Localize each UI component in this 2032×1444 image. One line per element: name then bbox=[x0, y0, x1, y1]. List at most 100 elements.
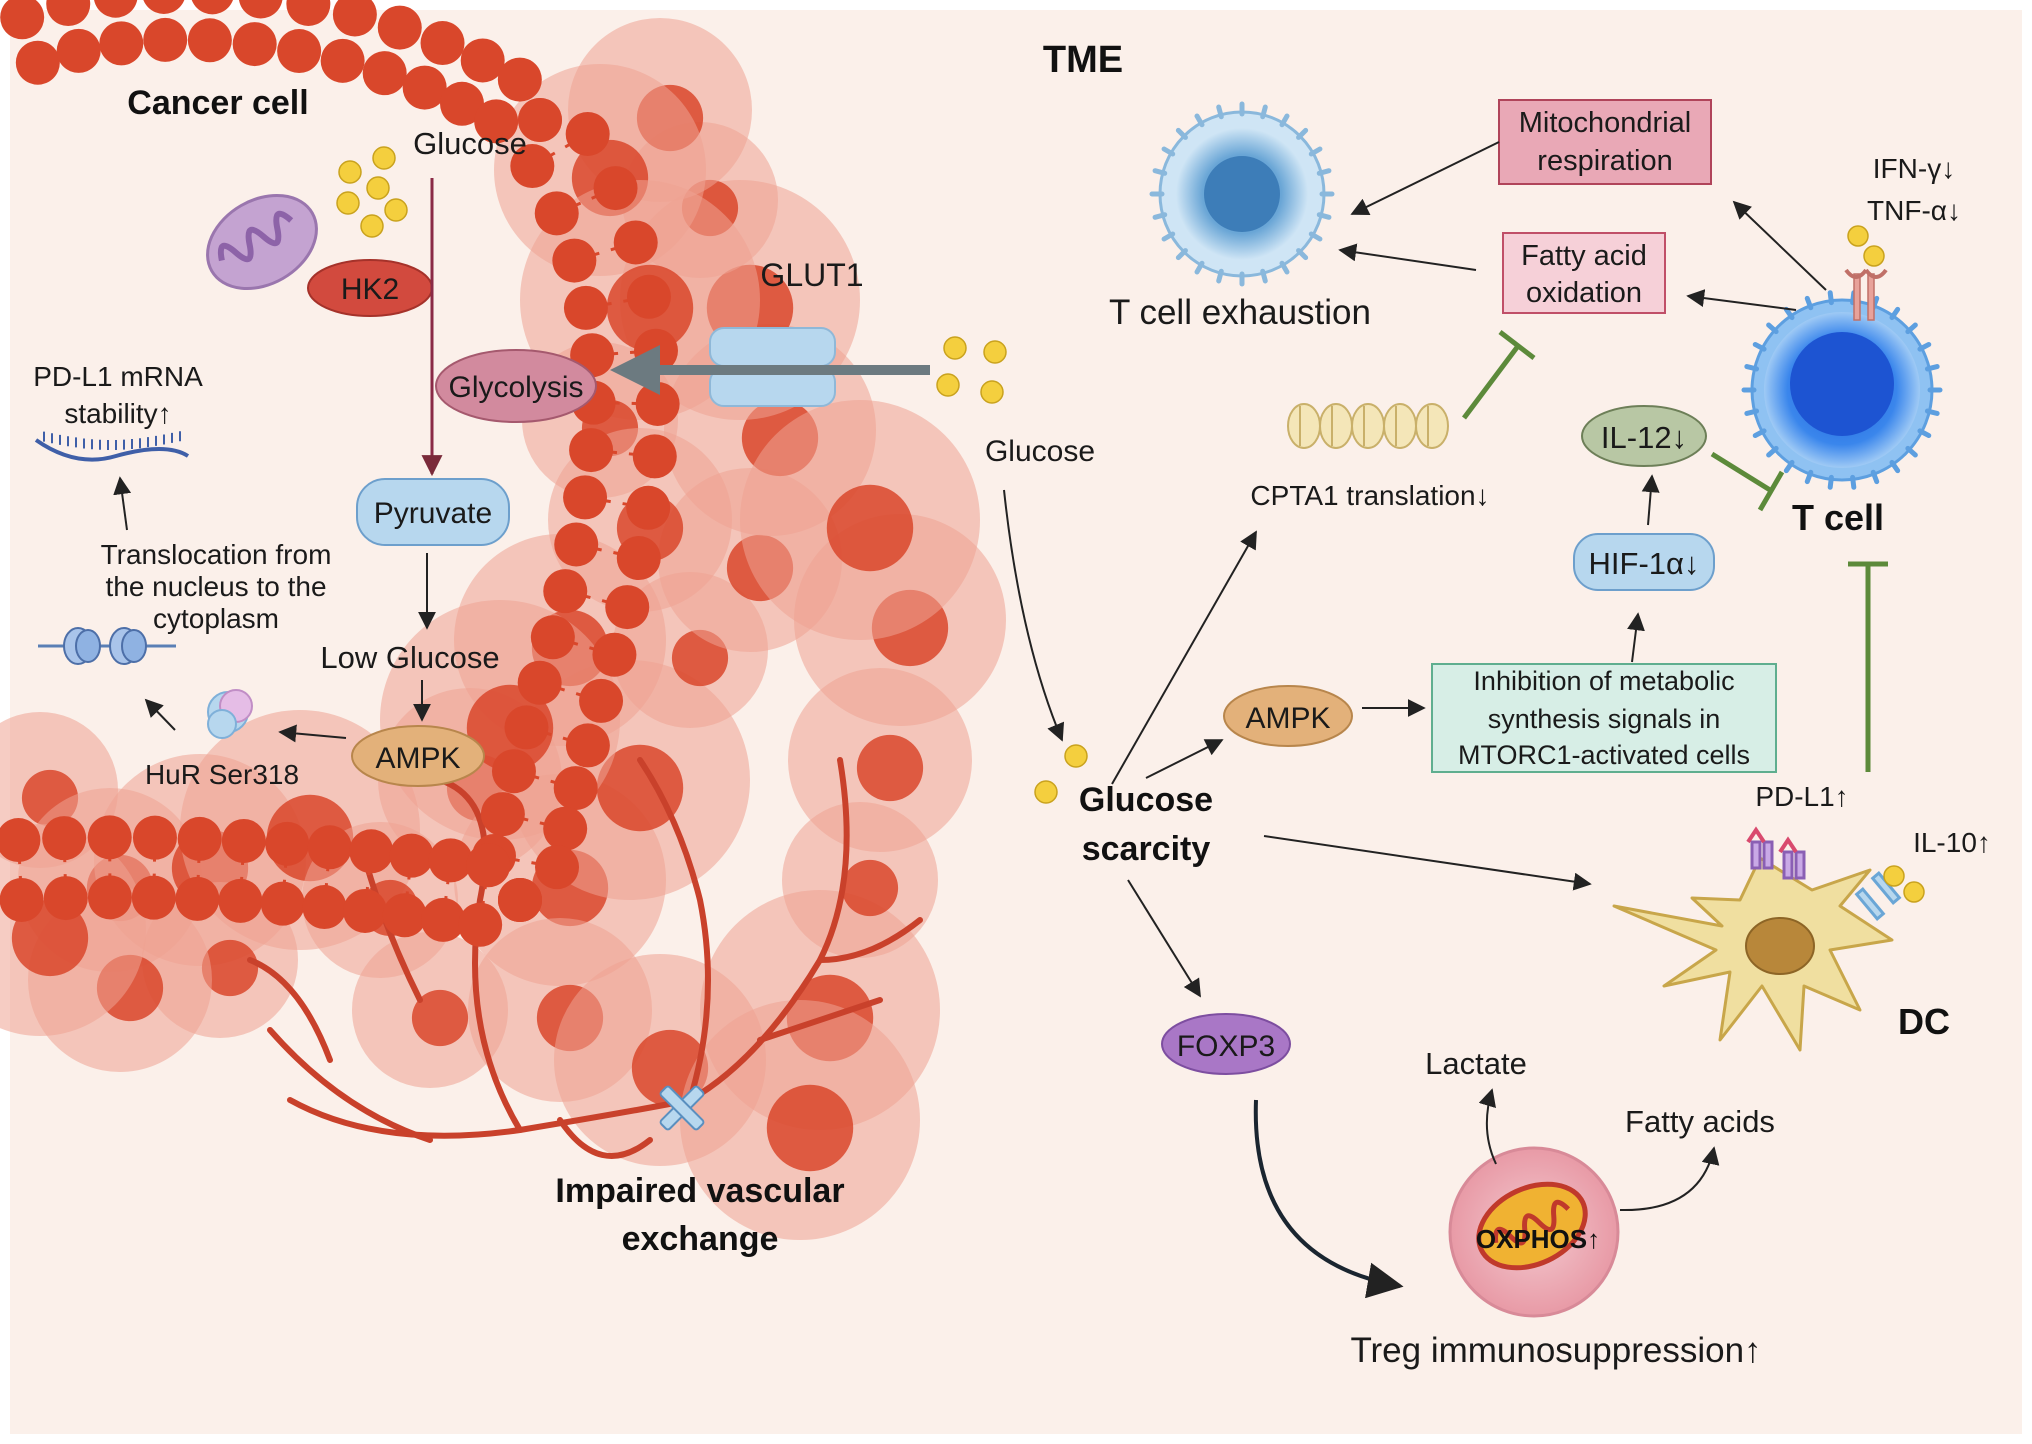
il12-oval bbox=[1581, 405, 1707, 467]
cell-spike bbox=[1216, 104, 1224, 120]
cell-spike bbox=[1296, 248, 1309, 261]
lipid-head bbox=[534, 191, 579, 236]
cell-spike bbox=[1316, 212, 1332, 220]
cpt1a-helix-icon bbox=[1287, 403, 1449, 449]
lipid-head bbox=[480, 792, 525, 837]
ampk-right-label: AMPK bbox=[1245, 702, 1330, 735]
foxp3-label: FOXP3 bbox=[1177, 1030, 1275, 1063]
lipid-head bbox=[632, 434, 677, 479]
treg-mitochondrion-icon bbox=[1476, 1181, 1588, 1271]
hif-label: HIF-1α↓ bbox=[1589, 546, 1700, 581]
pdl1-up-label: PD-L1↑ bbox=[1755, 781, 1848, 812]
il12-label: IL-12↓ bbox=[1601, 420, 1687, 455]
lipid-head bbox=[613, 220, 658, 265]
lipid-head bbox=[543, 806, 588, 851]
cell-spike bbox=[1175, 127, 1188, 140]
hur-label: HuR Ser318 bbox=[145, 759, 299, 790]
foxp3-oval bbox=[1161, 1013, 1291, 1075]
cell-spike bbox=[1917, 428, 1932, 439]
treg-to-lactate-arrow bbox=[1478, 1088, 1497, 1165]
cell-spike bbox=[1279, 113, 1290, 128]
lipid-head bbox=[46, 0, 91, 27]
dc-label: DC bbox=[1898, 1001, 1950, 1042]
fatty-acid-oxidation-box bbox=[1502, 232, 1666, 314]
lipid-head bbox=[143, 17, 188, 62]
cell-spike bbox=[1308, 231, 1323, 242]
lipid-head bbox=[565, 111, 610, 156]
lipid-head bbox=[504, 705, 549, 750]
cancer-cell-nucleus bbox=[596, 744, 684, 832]
fatty-acids-label: Fatty acids bbox=[1625, 1104, 1775, 1139]
il10-label: IL-10↑ bbox=[1913, 827, 1991, 858]
hif-to-il12-arrow bbox=[1641, 474, 1660, 526]
pdl1-mrna-line2: stability↑ bbox=[64, 398, 171, 429]
inhibition-line3: MTORC1-activated cells bbox=[1458, 740, 1750, 770]
lipid-head bbox=[497, 57, 542, 102]
helix-coil bbox=[1319, 403, 1353, 449]
t-cell-exhaustion-label: T cell exhaustion bbox=[1109, 293, 1371, 332]
lipid-head bbox=[232, 22, 277, 67]
cell-spike bbox=[1827, 290, 1834, 306]
cell-spike bbox=[1804, 469, 1814, 485]
cell-spike bbox=[1783, 459, 1795, 474]
mito-to-exhaustion-arrow bbox=[1350, 141, 1500, 215]
lipid-head bbox=[87, 815, 132, 860]
lactate-label: Lactate bbox=[1425, 1046, 1527, 1081]
lipid-head bbox=[238, 0, 283, 19]
pyruvate-box bbox=[356, 478, 510, 546]
lipid-head bbox=[307, 825, 352, 870]
lipid-head bbox=[191, 0, 233, 15]
impaired-line1: Impaired vascular bbox=[555, 1172, 844, 1210]
lipid-head bbox=[535, 845, 580, 890]
glucose-icon bbox=[1034, 744, 1088, 804]
hur-to-ribosome-arrow bbox=[144, 698, 176, 731]
dendritic-cell-icon bbox=[1612, 826, 1925, 1052]
pdl1-mrna-line1: PD-L1 mRNA bbox=[33, 361, 203, 392]
mito-resp-line1: Mitochondrial bbox=[1519, 107, 1691, 139]
translocation-line2: the nucleus to the bbox=[105, 571, 326, 602]
lipid-head bbox=[0, 877, 44, 922]
lipid-head bbox=[377, 5, 422, 50]
cell-spike bbox=[1889, 306, 1901, 321]
exhausted-t-cell-icon bbox=[1149, 101, 1335, 287]
cell-spike bbox=[1161, 231, 1176, 242]
glycolysis-oval bbox=[435, 349, 597, 423]
cell-spike bbox=[1161, 146, 1176, 157]
inhibition-line1: Inhibition of metabolic bbox=[1473, 666, 1734, 696]
cancer-cell-nucleus bbox=[766, 1084, 854, 1172]
translocation-line1: Translocation from bbox=[101, 539, 332, 570]
lipid-head bbox=[626, 274, 671, 319]
low-glucose-label: Low Glucose bbox=[320, 640, 499, 675]
cancer-cell-nucleus bbox=[411, 989, 469, 1047]
lipid-head bbox=[474, 99, 519, 144]
cell-spike bbox=[1889, 459, 1901, 474]
helix-coil bbox=[1415, 403, 1449, 449]
lipid-head bbox=[218, 878, 263, 923]
glycolysis-label: Glycolysis bbox=[448, 371, 583, 404]
lipid-head bbox=[175, 876, 220, 921]
lipid-head bbox=[626, 485, 671, 530]
fao-line1: Fatty acid bbox=[1521, 240, 1647, 272]
t-cell-icon bbox=[1741, 290, 1943, 490]
cell-spike bbox=[1316, 168, 1332, 176]
lipid-head bbox=[265, 821, 310, 866]
lipid-head bbox=[518, 98, 562, 142]
cell-spike bbox=[1744, 408, 1760, 416]
cell-spike bbox=[1752, 341, 1767, 352]
cell-spike bbox=[1827, 474, 1834, 490]
mito-resp-line2: respiration bbox=[1537, 145, 1672, 177]
lipid-head bbox=[382, 893, 427, 938]
mitochondrion-icon bbox=[206, 193, 318, 291]
glucose-right-label: Glucose bbox=[985, 435, 1095, 468]
ampk-right-oval bbox=[1223, 685, 1353, 747]
glucose-scarcity-line1: Glucose bbox=[1079, 781, 1213, 819]
blood-vessel bbox=[247, 957, 333, 1063]
lipid-head bbox=[553, 766, 598, 811]
cpta1-inhibits-fao bbox=[1462, 344, 1520, 420]
translocation-arrow bbox=[113, 476, 132, 531]
lipid-head bbox=[15, 40, 60, 85]
lipid-head bbox=[491, 749, 536, 794]
hif-box bbox=[1573, 533, 1715, 591]
lipid-head bbox=[563, 475, 608, 520]
cell-spike bbox=[1279, 260, 1290, 275]
